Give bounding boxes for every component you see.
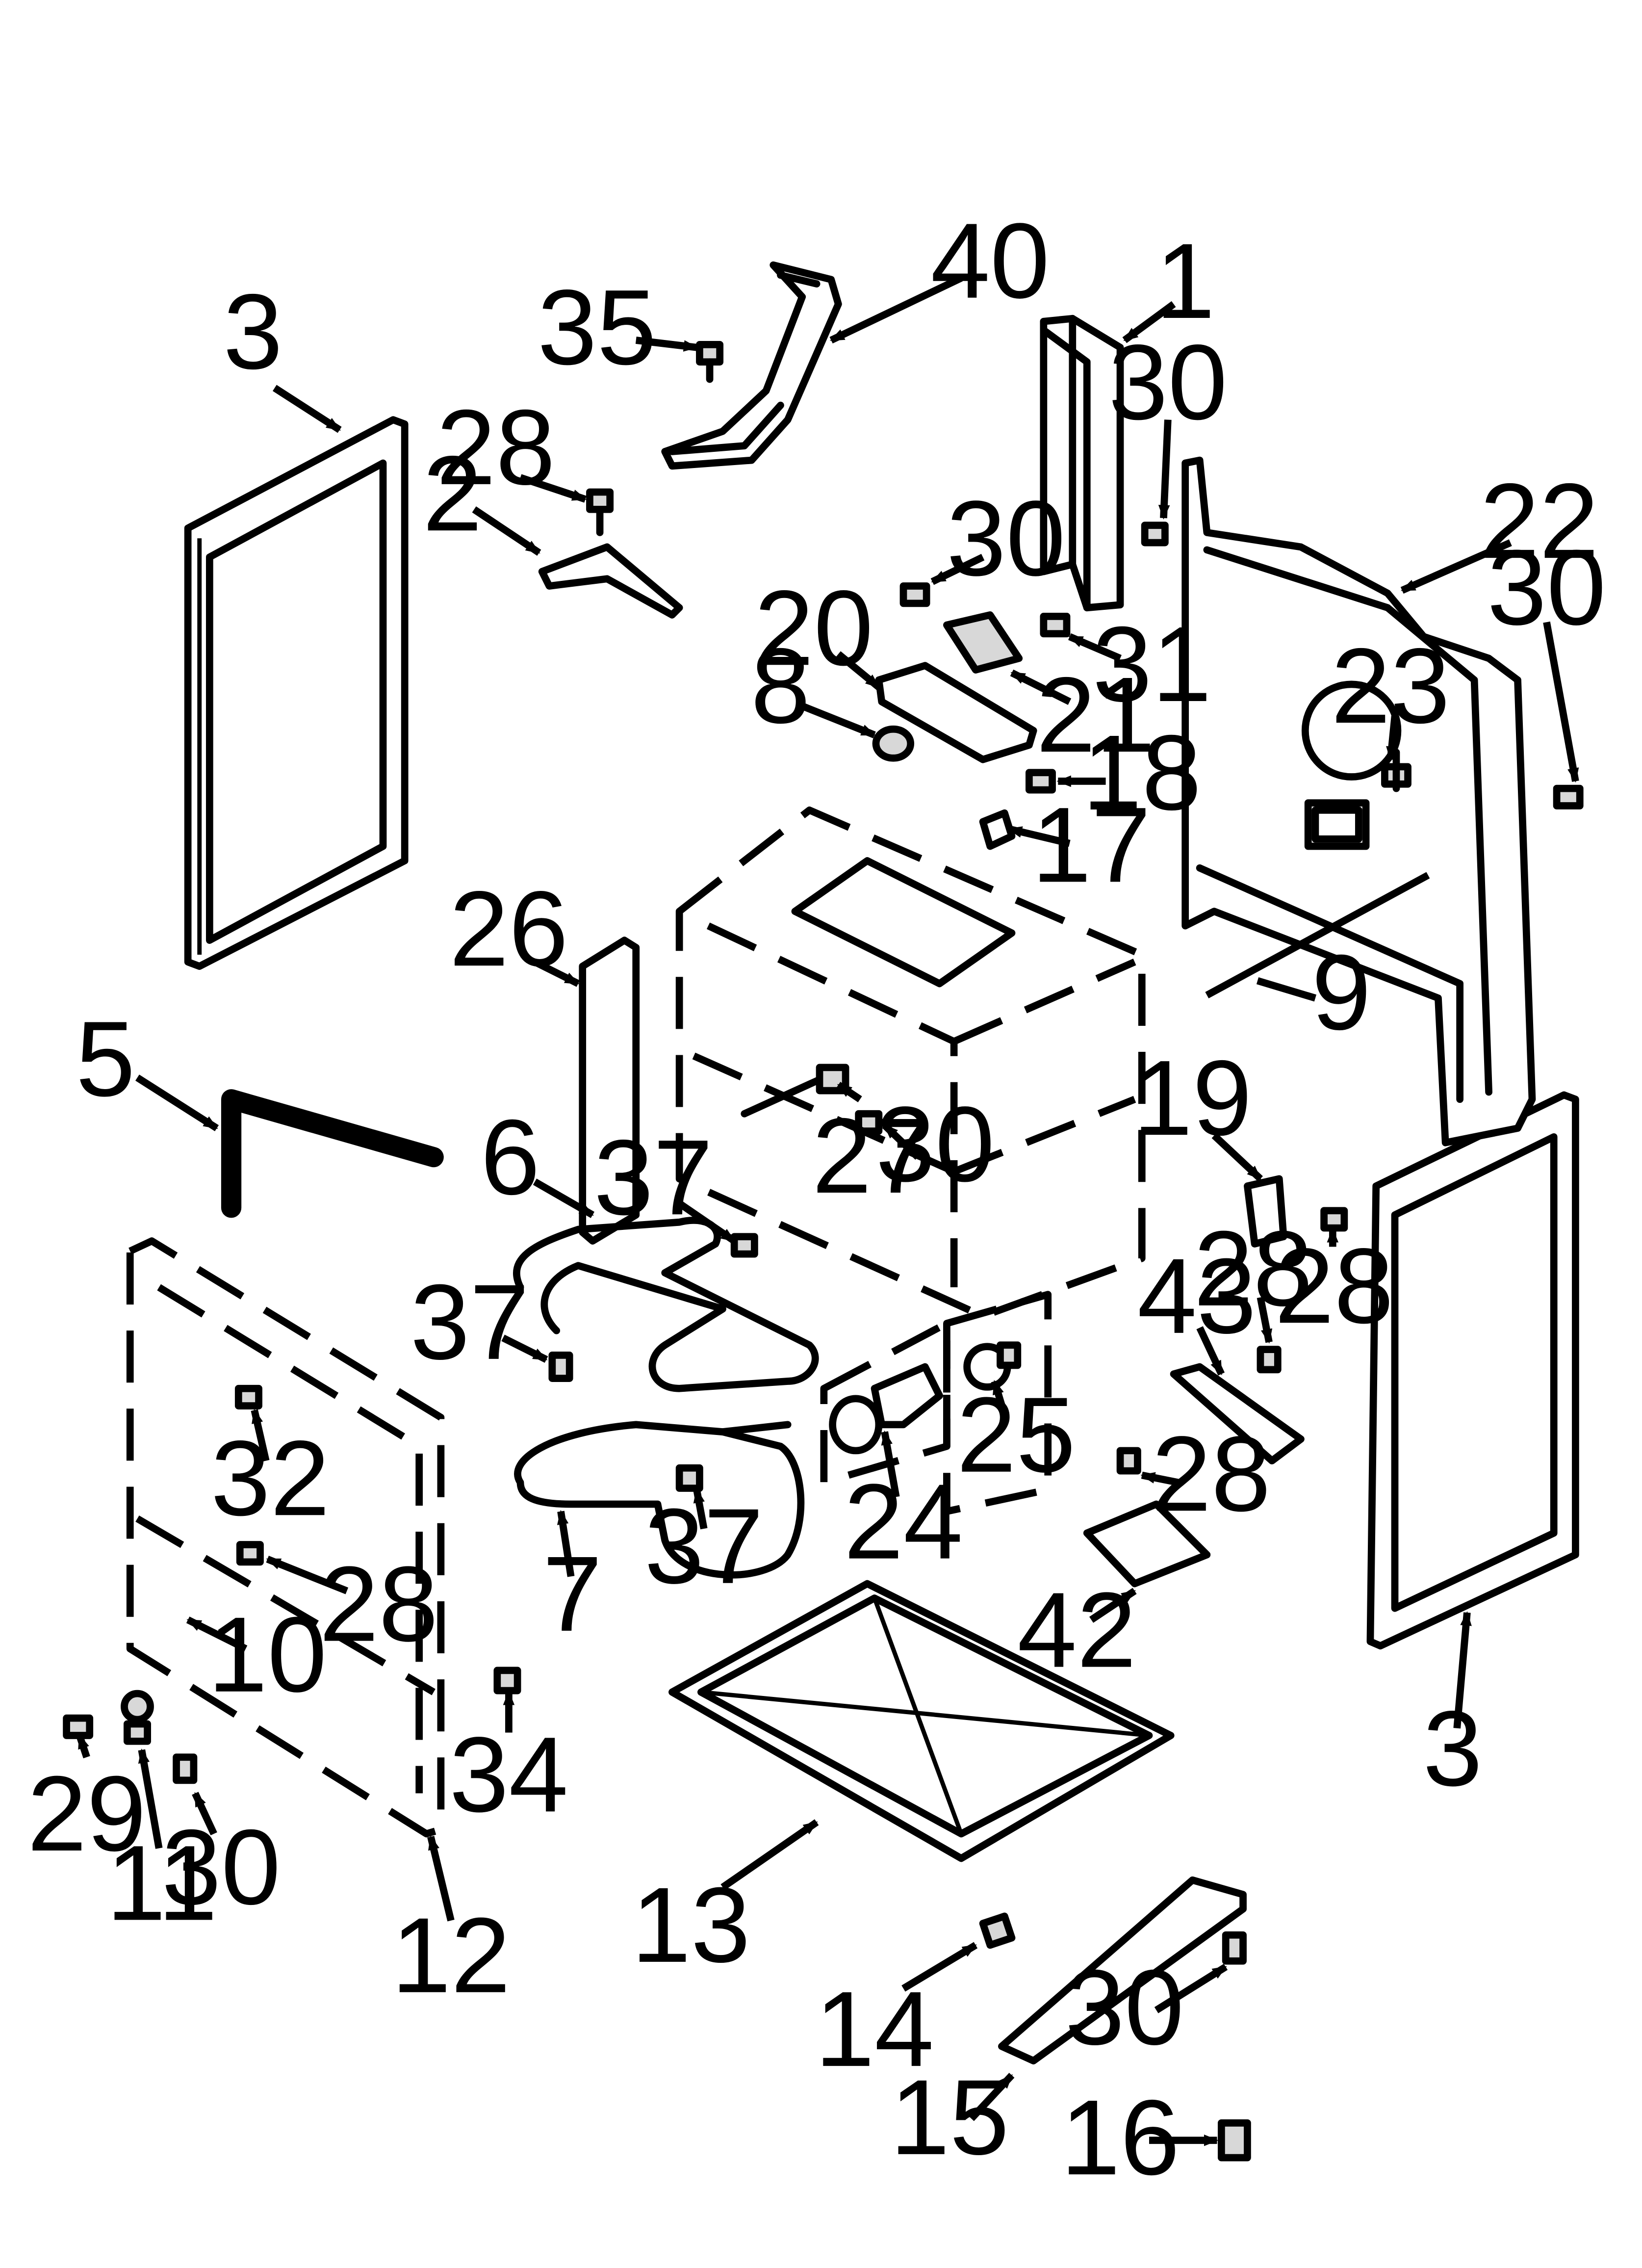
callout-23: 23 <box>1331 626 1450 746</box>
part-5-door-gasket <box>221 1089 444 1218</box>
callout-37: 37 <box>644 1487 764 1606</box>
callout-30: 30 <box>162 1808 281 1927</box>
callout-2: 2 <box>423 434 482 553</box>
part-35-screw <box>696 340 724 383</box>
part-30-screw-top <box>855 521 1584 1135</box>
callout-17: 17 <box>1032 785 1151 905</box>
callout-14: 14 <box>815 1970 934 2089</box>
part-43-bracket <box>1170 1363 1305 1464</box>
oven-cavity <box>675 806 1146 1320</box>
callout-29: 29 <box>27 1754 147 1874</box>
callout-19: 19 <box>1133 1039 1252 1158</box>
leader-lines <box>76 275 1579 2146</box>
callout-34: 34 <box>449 1715 568 1834</box>
part-19-bracket <box>1244 1175 1287 1248</box>
callout-1: 1 <box>1155 222 1215 341</box>
callout-30: 30 <box>1108 323 1228 442</box>
callout-28: 28 <box>319 1545 438 1664</box>
callout-10: 10 <box>208 1595 327 1715</box>
part-21-terminal-block <box>943 611 1023 674</box>
callout-24: 24 <box>844 1462 963 1582</box>
callout-28: 28 <box>436 388 556 507</box>
part-14-clip <box>979 1912 1016 1949</box>
part-20-bracket <box>875 662 1037 763</box>
callout-30: 30 <box>947 479 1066 599</box>
part-28-screw <box>586 488 614 536</box>
callout-31: 31 <box>1093 605 1212 724</box>
part-40-bracket <box>661 261 842 470</box>
part-16-leveling-leg <box>1218 2119 1251 2162</box>
callout-6: 6 <box>481 1098 540 1217</box>
part-6-broil-element <box>513 1217 819 1392</box>
part-2-bracket <box>538 543 683 619</box>
part-3-right-side-panel <box>1366 1091 1579 1650</box>
callout-30: 30 <box>1065 1948 1184 2067</box>
callout-labels: 40 1 35 3 30 28 2 22 30 30 20 31 8 21 23… <box>27 202 1606 2197</box>
callout-25: 25 <box>957 1376 1076 1495</box>
part-17-clip <box>979 809 1016 850</box>
part-8-nut <box>872 725 915 762</box>
callout-27: 27 <box>812 1096 931 1216</box>
callout-15: 15 <box>890 2058 1009 2177</box>
part-7-bake-element <box>514 1421 805 1579</box>
part-3-left-side-panel <box>184 416 409 970</box>
callout-37: 37 <box>410 1263 530 1382</box>
callout-3: 3 <box>1423 1689 1482 1808</box>
callout-21: 21 <box>1036 655 1155 775</box>
callout-5: 5 <box>76 1000 135 1119</box>
callout-3: 3 <box>223 272 282 391</box>
part-12-oven-door <box>126 1237 445 1838</box>
callout-40: 40 <box>931 202 1050 321</box>
callout-30: 30 <box>1487 528 1606 648</box>
callout-30: 30 <box>876 1085 995 1204</box>
part-42-plate <box>1083 1500 1211 1588</box>
part-1-channel <box>1040 314 1124 612</box>
callout-9: 9 <box>1311 933 1371 1052</box>
callout-22: 22 <box>1480 462 1599 581</box>
part-lower-screws <box>63 1207 1348 1965</box>
part-25-light-bulb <box>943 1291 1052 1515</box>
callout-12: 12 <box>391 1896 511 2015</box>
callout-37: 37 <box>594 1118 713 1237</box>
part-22-rear-panel <box>1181 456 1536 1147</box>
callout-26: 26 <box>449 869 568 989</box>
callout-18: 18 <box>1082 713 1202 833</box>
part-24-switch-assembly <box>820 1320 950 1486</box>
callout-28: 28 <box>1152 1414 1271 1534</box>
callout-28: 28 <box>1194 1209 1313 1329</box>
part-13-bottom-panel <box>668 1580 1175 1862</box>
callout-8: 8 <box>751 626 810 746</box>
callout-35: 35 <box>538 268 657 387</box>
callout-43: 43 <box>1137 1237 1257 1356</box>
part-15-leveling-rail <box>998 1876 1247 2065</box>
callout-20: 20 <box>754 569 873 688</box>
callout-11: 11 <box>106 1824 217 1943</box>
callout-42: 42 <box>1017 1571 1136 1690</box>
callout-7: 7 <box>542 1535 602 1654</box>
callout-32: 32 <box>211 1419 330 1538</box>
callout-16: 16 <box>1061 2078 1180 2197</box>
callout-13: 13 <box>631 1866 750 1985</box>
callout-28: 28 <box>1275 1226 1394 1346</box>
